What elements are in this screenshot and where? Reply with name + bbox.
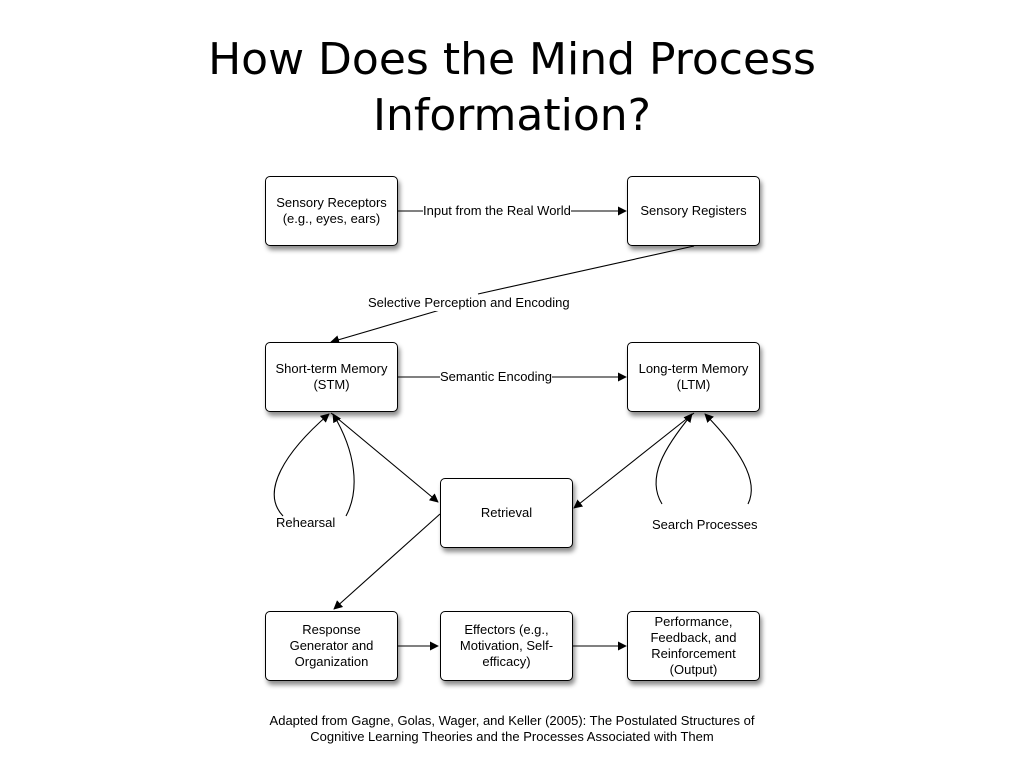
node-effectors: Effectors (e.g., Motivation, Self- effic… [440, 611, 573, 681]
label-rehearsal: Rehearsal [276, 515, 336, 530]
node-long-term-memory: Long-term Memory (LTM) [627, 342, 760, 412]
node-performance-line-3: Reinforcement [651, 646, 736, 661]
node-effectors-line-3: efficacy) [482, 654, 531, 669]
title-line-1: How Does the Mind Process [208, 34, 816, 85]
node-performance-line-1: Performance, [654, 614, 733, 629]
node-sensory-receptors-line-1: Sensory Receptors [276, 195, 387, 210]
arrow-selective-lower [330, 309, 441, 345]
node-effectors-line-1: Effectors (e.g., [464, 622, 549, 637]
slide-title: How Does the Mind Process Information? [112, 32, 912, 144]
node-sensory-receptors-line-2: (e.g., eyes, ears) [282, 211, 381, 226]
node-performance-line-2: Feedback, and [650, 630, 737, 645]
arrow-search-right [704, 413, 752, 505]
node-ltm-line-2: (LTM) [676, 377, 711, 392]
node-retrieval: Retrieval [440, 478, 573, 548]
arrow-ltm-retrieval [573, 412, 695, 509]
arrow-selective-upper [477, 245, 695, 295]
node-performance-line-4: (Output) [669, 662, 718, 677]
node-response-line-3: Organization [294, 654, 369, 669]
arrow-rehearsal-right [332, 413, 355, 517]
node-response-line-2: Generator and [289, 638, 374, 653]
node-short-term-memory: Short-term Memory (STM) [265, 342, 398, 412]
arrow-search-left [655, 413, 693, 505]
source-caption: Adapted from Gagne, Golas, Wager, and Ke… [212, 713, 812, 745]
arrow-stm-retrieval [330, 412, 439, 503]
caption-line-1: Adapted from Gagne, Golas, Wager, and Ke… [269, 713, 755, 728]
label-selective: Selective Perception and Encoding [368, 295, 570, 311]
node-retrieval-line-1: Retrieval [480, 505, 533, 520]
node-sensory-registers: Sensory Registers [627, 176, 760, 246]
title-line-2: Information? [372, 90, 652, 141]
arrow-rehearsal-left [273, 413, 330, 517]
node-ltm-line-1: Long-term Memory [638, 361, 749, 376]
node-sensory-registers-line-1: Sensory Registers [640, 203, 747, 218]
caption-line-2: Cognitive Learning Theories and the Proc… [310, 729, 714, 744]
node-sensory-receptors: Sensory Receptors (e.g., eyes, ears) [265, 176, 398, 246]
label-search: Search Processes [652, 517, 758, 532]
node-response-generator: Response Generator and Organization [265, 611, 398, 681]
node-stm-line-1: Short-term Memory [275, 361, 388, 376]
node-effectors-line-2: Motivation, Self- [459, 638, 554, 653]
label-input: Input from the Real World [423, 203, 571, 219]
node-stm-line-2: (STM) [313, 377, 350, 392]
label-semantic: Semantic Encoding [440, 369, 553, 385]
node-response-line-1: Response [302, 622, 361, 637]
arrow-retrieval-response [333, 513, 441, 610]
node-performance: Performance, Feedback, and Reinforcement… [627, 611, 760, 681]
